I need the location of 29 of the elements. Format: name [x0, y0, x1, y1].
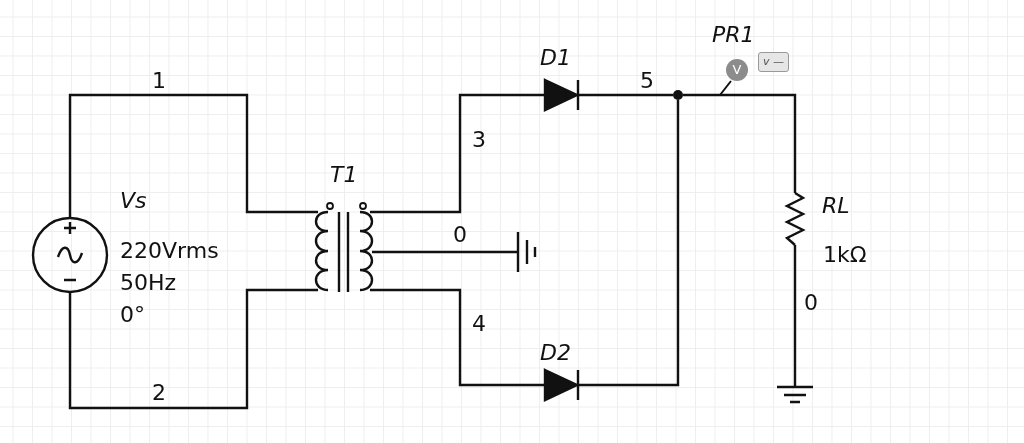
wire [372, 250, 518, 254]
component-label: D1 [540, 45, 571, 71]
component-label: RL [822, 193, 850, 219]
value-label: 1kΩ [823, 242, 867, 268]
component-label: D2 [540, 340, 571, 366]
wire [370, 288, 545, 387]
wire-label: 4 [472, 311, 486, 337]
wire-label: 1 [152, 68, 166, 94]
component-label: Vs [120, 188, 147, 214]
probe-tag: v — [758, 52, 789, 72]
wire [370, 93, 545, 214]
wire [68, 93, 318, 218]
wire-label: 2 [152, 380, 166, 406]
wire-label: 5 [640, 68, 654, 94]
wire [683, 93, 797, 193]
component-label: PR1 [712, 22, 755, 48]
value-label: 50Hz [120, 270, 177, 296]
wire [579, 93, 673, 97]
wire-label: 0 [804, 290, 818, 316]
wire [793, 245, 797, 386]
leader-line [719, 80, 732, 96]
value-label: 0° [120, 302, 145, 328]
wire [579, 100, 680, 387]
wire-label: 3 [472, 127, 486, 153]
value-label: 220Vrms [120, 238, 219, 264]
wire [68, 288, 318, 410]
wire-label: 0 [453, 222, 467, 248]
voltage-probe: V [726, 59, 748, 81]
component-label: T1 [330, 162, 358, 188]
